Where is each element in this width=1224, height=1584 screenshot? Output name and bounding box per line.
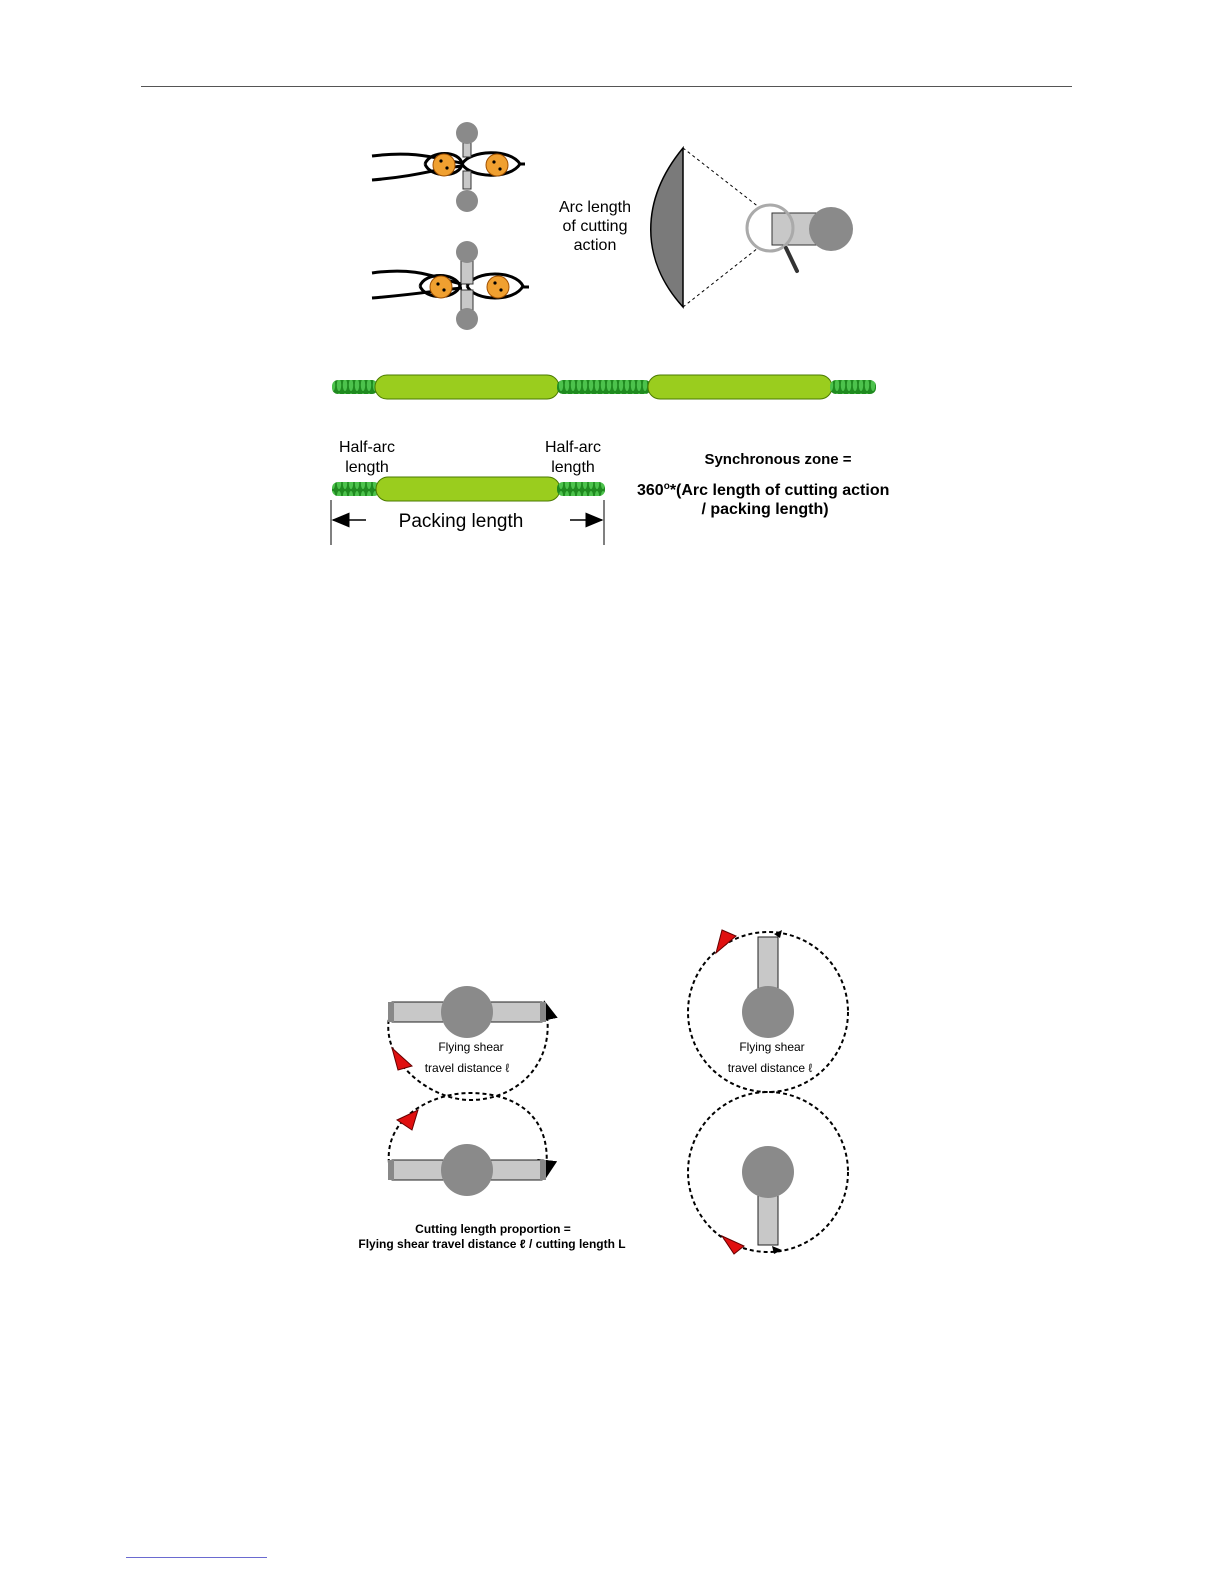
proportion-title: Cutting length proportion =: [415, 1222, 571, 1236]
shear-label-left-line2: travel distance ℓ: [425, 1061, 510, 1075]
shear-label-right-line1: Flying shear: [739, 1040, 804, 1054]
direction-arrow-icon: [716, 930, 736, 953]
shear-label-left-line1: Flying shear: [438, 1040, 503, 1054]
shear-right-bottom: [688, 1092, 848, 1254]
direction-arrow-icon: [392, 1048, 412, 1070]
direction-arrow-icon: [397, 1110, 418, 1130]
footer-rule: [126, 1557, 267, 1558]
shear-label-right-line2: travel distance ℓ: [728, 1061, 813, 1075]
proportion-formula: Flying shear travel distance ℓ / cutting…: [358, 1237, 625, 1251]
direction-arrow-icon: [722, 1236, 744, 1254]
shear-left-bottom: [388, 1093, 547, 1196]
